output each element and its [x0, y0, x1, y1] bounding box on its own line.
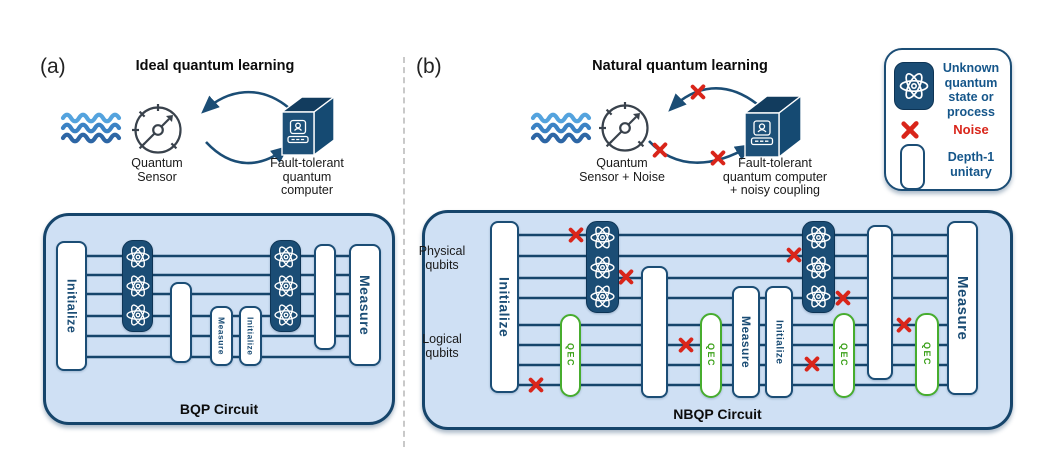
measure-gate: Measure: [349, 244, 381, 366]
noise-x-icon: [678, 337, 694, 353]
quantum-sensor-gauge-icon: [599, 102, 649, 152]
quantum-computer-icon: [279, 95, 337, 157]
legend-depth1-label: Depth-1 unitary: [947, 150, 995, 179]
initialize-gate: Initialize: [490, 221, 519, 393]
panel-b-title: Natural quantum learning: [592, 58, 768, 74]
depth1-unitary-gate: [867, 225, 893, 380]
legend-box: Unknown quantum state or process Noise D…: [884, 48, 1012, 191]
initialize-gate: Initialize: [56, 241, 87, 371]
measure-gate: Measure: [947, 221, 978, 395]
fault-tolerant-noisy-computer-label: Fault-tolerant quantum computer + noisy …: [722, 156, 828, 197]
atom-icon: [125, 244, 150, 270]
panel-a-title: Ideal quantum learning: [135, 58, 295, 74]
physical-qubits-label: Physical qubits: [418, 244, 466, 272]
initialize-gate: Initialize: [239, 306, 262, 366]
bqp-circuit: Initialize Measure Initialize Measure BQ…: [43, 213, 395, 425]
measure-gate: Measure: [210, 306, 233, 366]
noise-x-icon: [804, 356, 820, 372]
atom-icon: [273, 244, 298, 270]
atom-icon: [273, 302, 298, 328]
quantum-sensor-gauge-icon: [132, 104, 182, 154]
atom-icon: [894, 62, 934, 110]
quantum-sensor-label: Quantum Sensor: [131, 156, 183, 184]
unknown-process-gate: [122, 240, 153, 332]
legend-noise-label: Noise: [953, 122, 989, 137]
noise-x-icon: [900, 120, 920, 140]
atom-icon: [806, 254, 831, 280]
atom-icon: [590, 224, 615, 251]
atom-icon: [125, 273, 150, 299]
legend-unknown-label: Unknown quantum state or process: [942, 61, 1000, 119]
noise-x-icon: [786, 247, 802, 263]
unknown-process-gate: [802, 221, 835, 313]
noise-x-icon: [618, 269, 634, 285]
nbqp-circuit: Initialize QEC QEC Measure Initialize QE…: [422, 210, 1013, 430]
learning-loop-arrows: [201, 90, 290, 165]
depth1-unitary-gate: [641, 266, 668, 398]
logical-qubits-label: Logical qubits: [422, 332, 462, 360]
panel-b-tag: (b): [416, 55, 442, 78]
noise-x-icon: [690, 84, 706, 100]
atom-icon: [806, 283, 831, 310]
qec-gate: QEC: [560, 314, 581, 397]
depth1-unitary-gate: [170, 282, 192, 363]
quantum-computer-icon: [742, 94, 804, 159]
initialize-gate: Initialize: [765, 286, 793, 398]
atom-icon: [273, 273, 298, 299]
panel-a-tag: (a): [40, 55, 66, 78]
depth1-unitary-gate: [314, 244, 336, 350]
noise-x-icon: [652, 142, 668, 158]
noise-x-icon: [568, 227, 584, 243]
qec-gate: QEC: [833, 313, 855, 398]
learning-loop-arrows: [648, 87, 758, 164]
quantum-sensor-noise-label: Quantum Sensor + Noise: [579, 156, 665, 184]
water-waves-icon: [530, 112, 592, 144]
bqp-circuit-label: BQP Circuit: [179, 401, 259, 417]
depth1-unitary-icon: [900, 144, 925, 190]
noise-x-icon: [528, 377, 544, 393]
unknown-process-gate: [586, 221, 619, 313]
fault-tolerant-computer-label: Fault-tolerant quantum computer: [270, 156, 344, 197]
nbqp-circuit-label: NBQP Circuit: [673, 406, 762, 422]
qec-gate: QEC: [700, 313, 722, 398]
unknown-process-gate: [270, 240, 301, 332]
atom-icon: [806, 224, 831, 251]
atom-icon: [125, 302, 150, 328]
qec-gate: QEC: [915, 313, 939, 396]
atom-icon: [590, 254, 615, 280]
atom-icon: [590, 283, 615, 310]
water-waves-icon: [60, 112, 122, 144]
noise-x-icon: [835, 290, 851, 306]
panel-divider: [403, 57, 405, 447]
measure-gate: Measure: [732, 286, 760, 398]
noise-x-icon: [896, 317, 912, 333]
